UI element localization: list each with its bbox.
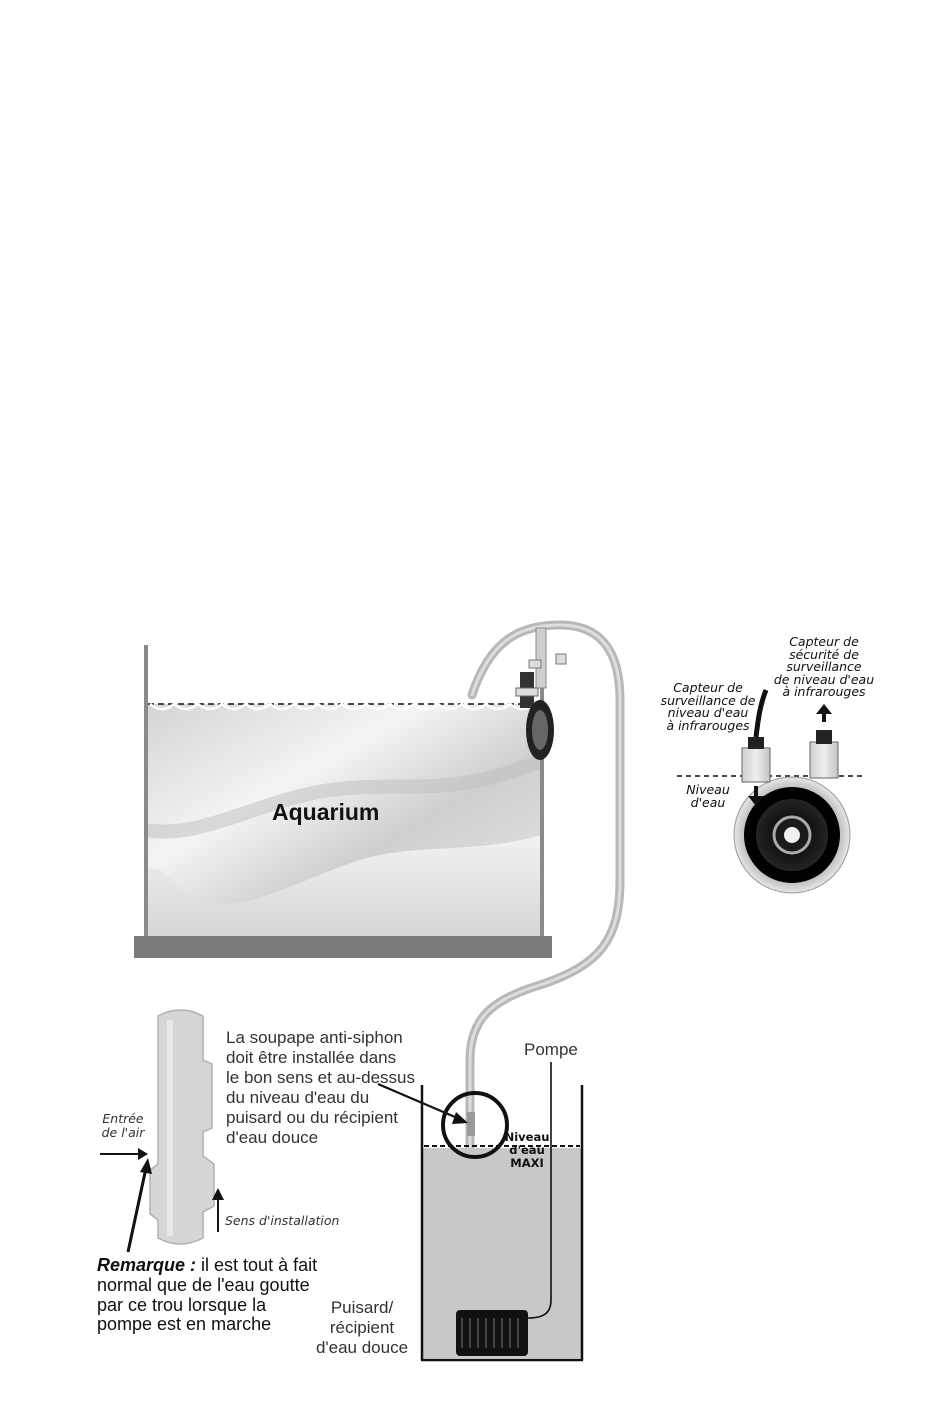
aquarium-base xyxy=(134,936,552,958)
sensor-top-label: Capteur de sécurité de surveillance de n… xyxy=(773,634,875,699)
aquarium xyxy=(134,645,552,958)
aquarium-sensor-assembly xyxy=(515,627,567,760)
aquarium-sand xyxy=(146,835,542,936)
anti-siphon-note: La soupape anti-siphon doit être install… xyxy=(226,1028,416,1148)
aquarium-ripples xyxy=(149,702,535,711)
anti-siphon-valve xyxy=(100,1009,224,1253)
install-direction-label: Sens d'installation xyxy=(225,1213,340,1228)
aquarium-label: Aquarium xyxy=(272,799,380,825)
anti-siphon-circle xyxy=(441,1091,509,1159)
sensor-left-label: Capteur de surveillance de niveau d'eau … xyxy=(660,680,756,733)
water-level-label: Niveau d'eau xyxy=(686,782,730,810)
sensor-detail xyxy=(677,689,862,894)
max-level-label: Niveau d'eau MAXI xyxy=(504,1130,550,1171)
sump-label: Puisard/ récipient d'eau douce xyxy=(315,1298,409,1358)
remark-note: Remarque : il est tout à fait normal que… xyxy=(97,1255,318,1335)
sump xyxy=(377,1062,584,1362)
pump-label: Pompe xyxy=(524,1040,578,1059)
remark-title: Remarque : xyxy=(97,1255,197,1275)
pump-cable xyxy=(527,1062,552,1319)
air-inlet-label: Entrée de l'air xyxy=(101,1111,145,1140)
